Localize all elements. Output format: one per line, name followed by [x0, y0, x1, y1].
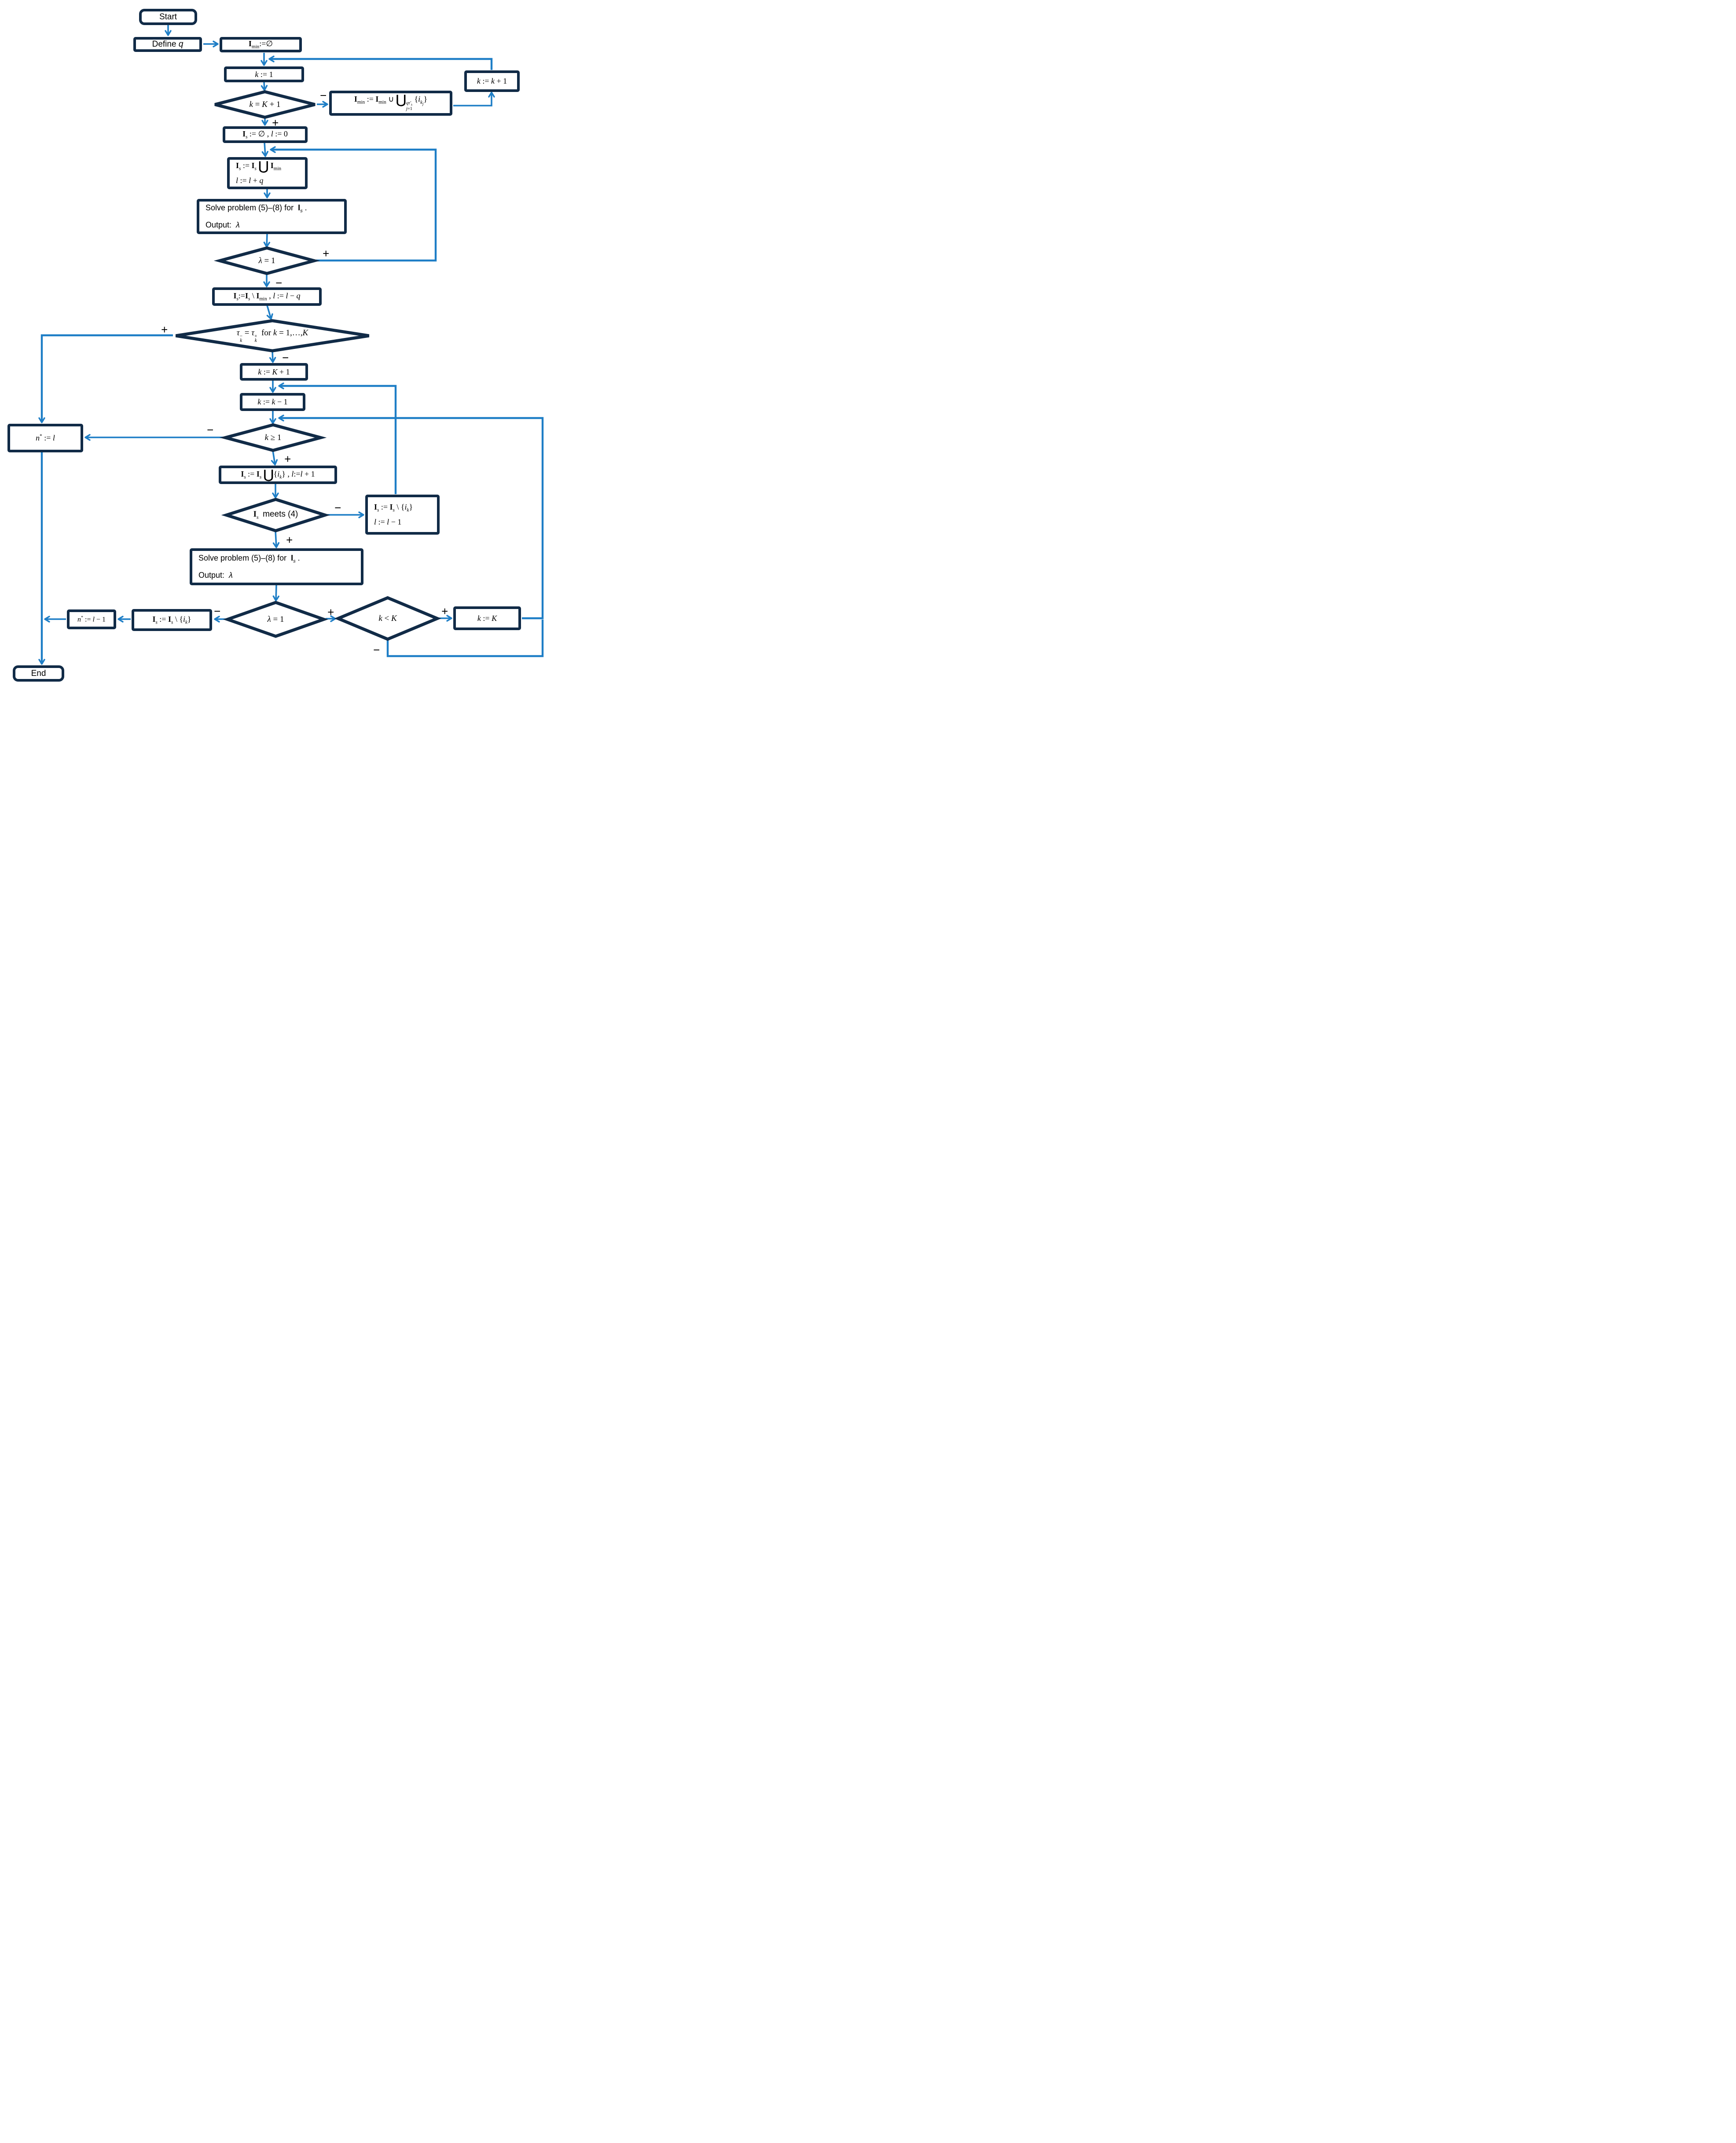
- diamond-shape: [225, 499, 326, 532]
- node-k-minus-1-label: k := k − 1: [257, 397, 288, 407]
- node-k-plus-1: k := k + 1: [464, 70, 520, 92]
- diamond-shape: [214, 91, 316, 118]
- diamond-shape: [174, 320, 371, 352]
- node-solve1: Solve problem (5)–(8) for Is . Output: λ: [197, 199, 347, 234]
- node-is-union: Is := Is ⋃ Imin l := l + q: [227, 157, 308, 189]
- decision-k-eq-K1: k = K + 1: [214, 91, 316, 118]
- edge-union-kplus1: [453, 92, 495, 106]
- node-is-empty: Is := ∅ , l := 0: [223, 126, 308, 143]
- node-k-minus-1: k := k − 1: [240, 393, 305, 411]
- decision-k-eq-K1-label: k = K + 1: [249, 99, 281, 109]
- decision-lambda1-label: λ = 1: [258, 256, 275, 265]
- edge-isempty-isunion: [261, 142, 269, 157]
- decision-k-ge-1: k ≥ 1: [224, 424, 322, 451]
- diamond-shape: [224, 424, 322, 451]
- sign-keqK1-plus: +: [272, 116, 279, 129]
- sign-kge1-minus: −: [207, 423, 214, 437]
- node-is-remove2-label: Is := Is \ {ik}: [152, 614, 191, 625]
- node-k-K-plus-1: k := K + 1: [240, 363, 308, 381]
- edge-dmeets-plus-solve2: [272, 531, 280, 548]
- decision-lambda2-label: λ = 1: [267, 614, 284, 624]
- diamond-shape: [227, 602, 325, 637]
- node-is-setminus: Is:=Is \ Imin , l := l − q: [212, 287, 322, 306]
- sign-tau-plus: +: [161, 323, 168, 336]
- edge-dtau-minus-kK1: [269, 351, 276, 363]
- node-is-setminus-label: Is:=Is \ Imin , l := l − q: [233, 291, 301, 302]
- edge-lambda1-plus-loop: [270, 146, 437, 262]
- node-k-init-label: k := 1: [255, 70, 273, 79]
- edge-keqK-loop: [278, 415, 544, 620]
- node-n-star-l-label: n* := l: [36, 433, 55, 443]
- edge-kplus1-loop: [268, 55, 493, 70]
- node-define-q: Define q: [133, 37, 202, 52]
- connector-layer: [38, 25, 544, 665]
- sign-lambda1-plus: +: [323, 247, 330, 260]
- node-solve2-line2: Output: λ: [198, 570, 233, 580]
- node-n-star-l: n* := l: [7, 424, 83, 452]
- node-k-eq-K-label: k := K: [477, 613, 497, 623]
- diamond-shape: [219, 247, 315, 274]
- node-is-remove-line2: l := l − 1: [374, 517, 402, 527]
- sign-kltK-minus: −: [373, 643, 380, 657]
- edge-setminus-dtau: [266, 305, 273, 320]
- node-k-init: k := 1: [224, 66, 304, 82]
- node-solve2-line1: Solve problem (5)–(8) for Is .: [198, 554, 300, 565]
- decision-k-lt-K: k < K: [337, 597, 438, 640]
- node-solve1-line2: Output: λ: [206, 220, 240, 229]
- node-is-empty-label: Is := ∅ , l := 0: [242, 129, 288, 140]
- node-imin-empty: Imin:=∅: [220, 37, 302, 52]
- node-solve2: Solve problem (5)–(8) for Is . Output: λ: [190, 548, 363, 585]
- node-k-K-plus-1-label: k := K + 1: [258, 367, 290, 376]
- sign-lambda1-minus: −: [275, 276, 283, 290]
- sign-tau-minus: −: [282, 351, 289, 364]
- node-is-remove2: Is := Is \ {ik}: [132, 609, 212, 631]
- sign-lambda2-minus: −: [214, 605, 221, 618]
- node-is-add-label: Is := Is ⋃{ik} , l:=l + 1: [241, 468, 315, 482]
- sign-kge1-plus: +: [284, 452, 291, 466]
- decision-meets-4: Is meets (4): [225, 499, 326, 532]
- node-solve1-line1: Solve problem (5)–(8) for Is .: [206, 203, 307, 214]
- flowchart-canvas: − + + − + − − + − + − + + − Start Define…: [0, 0, 563, 695]
- node-k-plus-1-label: k := k + 1: [477, 77, 507, 86]
- node-n-star-lm1: n* := l − 1: [67, 609, 116, 629]
- node-k-eq-K: k := K: [453, 606, 521, 630]
- sign-meets-plus: +: [286, 533, 293, 547]
- diamond-shape: [337, 597, 438, 640]
- sign-kltK-plus: +: [441, 605, 448, 618]
- node-n-star-lm1-label: n* := l − 1: [77, 615, 106, 623]
- node-is-remove-line1: Is := Is \ {ik}: [374, 502, 413, 513]
- sign-lambda2-plus: +: [327, 605, 334, 619]
- node-end: End: [13, 665, 64, 682]
- decision-k-ge-1-label: k ≥ 1: [264, 433, 282, 442]
- node-is-union-line1: Is := Is ⋃ Imin: [236, 159, 282, 173]
- edge-isremove-loop: [278, 382, 397, 494]
- node-is-remove: Is := Is \ {ik} l := l − 1: [365, 495, 440, 535]
- node-is-add: Is := Is ⋃{ik} , l:=l + 1: [219, 466, 337, 484]
- node-define-q-label: Define q: [152, 40, 184, 49]
- edge-dtau-plus-nstar: [38, 334, 173, 423]
- decision-lambda1: λ = 1: [219, 247, 315, 274]
- node-is-union-line2: l := l + q: [236, 176, 264, 185]
- decision-lambda2: λ = 1: [227, 602, 325, 637]
- sign-meets-minus: −: [334, 501, 341, 514]
- edge-dkge1-plus-isadd: [271, 450, 278, 466]
- node-end-label: End: [31, 668, 46, 678]
- sign-keqK1-minus: −: [320, 89, 327, 102]
- node-start: Start: [139, 9, 197, 25]
- decision-tau-label: τ−k = τ+k for k = 1,…,K: [236, 328, 308, 344]
- decision-tau: τ−k = τ+k for k = 1,…,K: [174, 320, 371, 352]
- node-imin-empty-label: Imin:=∅: [248, 39, 273, 50]
- decision-k-lt-K-label: k < K: [378, 613, 397, 623]
- node-start-label: Start: [159, 12, 177, 22]
- decision-meets-4-label: Is meets (4): [253, 510, 298, 520]
- edge-dkltK-minus-loop: [386, 620, 544, 657]
